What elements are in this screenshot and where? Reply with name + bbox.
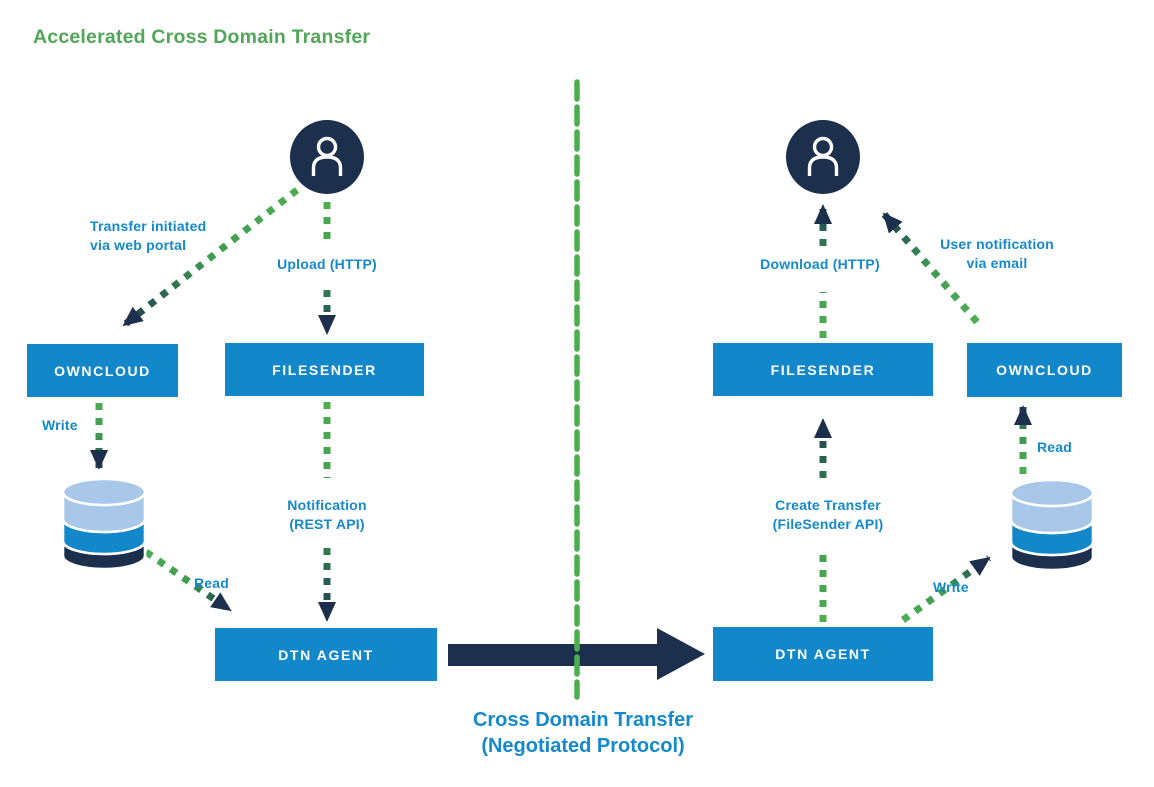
page-title: Accelerated Cross Domain Transfer — [33, 26, 371, 48]
label-line: via email — [966, 255, 1028, 271]
caption-line: (Negotiated Protocol) — [481, 735, 685, 757]
user-icon — [786, 120, 860, 194]
label-line: via web portal — [90, 237, 187, 253]
box-dtn-agent-right: DTN AGENT — [713, 627, 933, 681]
label-line: Create Transfer — [775, 497, 881, 513]
box-dtn-agent-left: DTN AGENT — [215, 628, 437, 681]
label-line: Transfer initiated — [90, 218, 207, 234]
arrow-write-right — [900, 555, 992, 623]
arrow-transfer-initiated — [121, 187, 300, 328]
label-read-left: Read — [194, 575, 230, 591]
label-line: (REST API) — [289, 516, 365, 532]
label-notification-rest-api: Notification (REST API) — [252, 496, 402, 534]
user-icon — [290, 120, 364, 194]
label-user-notification: User notification via email — [917, 235, 1077, 273]
caption-line: Cross Domain Transfer — [472, 709, 694, 731]
box-owncloud-right: OWNCLOUD — [967, 343, 1122, 397]
box-filesender-right: FILESENDER — [713, 343, 933, 396]
arrow-read-left — [144, 549, 232, 613]
label-upload-http: Upload (HTTP) — [277, 256, 377, 272]
cross-domain-caption: Cross Domain Transfer (Negotiated Protoc… — [433, 707, 733, 759]
database-icon — [61, 477, 147, 571]
label-write-right: Write — [933, 579, 969, 595]
box-owncloud-left: OWNCLOUD — [27, 344, 178, 397]
label-line: (FileSender API) — [772, 516, 884, 532]
box-filesender-left: FILESENDER — [225, 343, 424, 396]
label-transfer-initiated: Transfer initiated via web portal — [90, 217, 206, 255]
label-create-transfer: Create Transfer (FileSender API) — [748, 496, 908, 534]
cross-domain-arrow-icon — [448, 628, 705, 680]
label-download-http: Download (HTTP) — [760, 256, 880, 272]
label-line: User notification — [940, 236, 1054, 252]
database-icon — [1009, 478, 1095, 572]
label-line: Notification — [287, 497, 367, 513]
label-read-right: Read — [1037, 439, 1073, 455]
label-write-left: Write — [42, 417, 78, 433]
